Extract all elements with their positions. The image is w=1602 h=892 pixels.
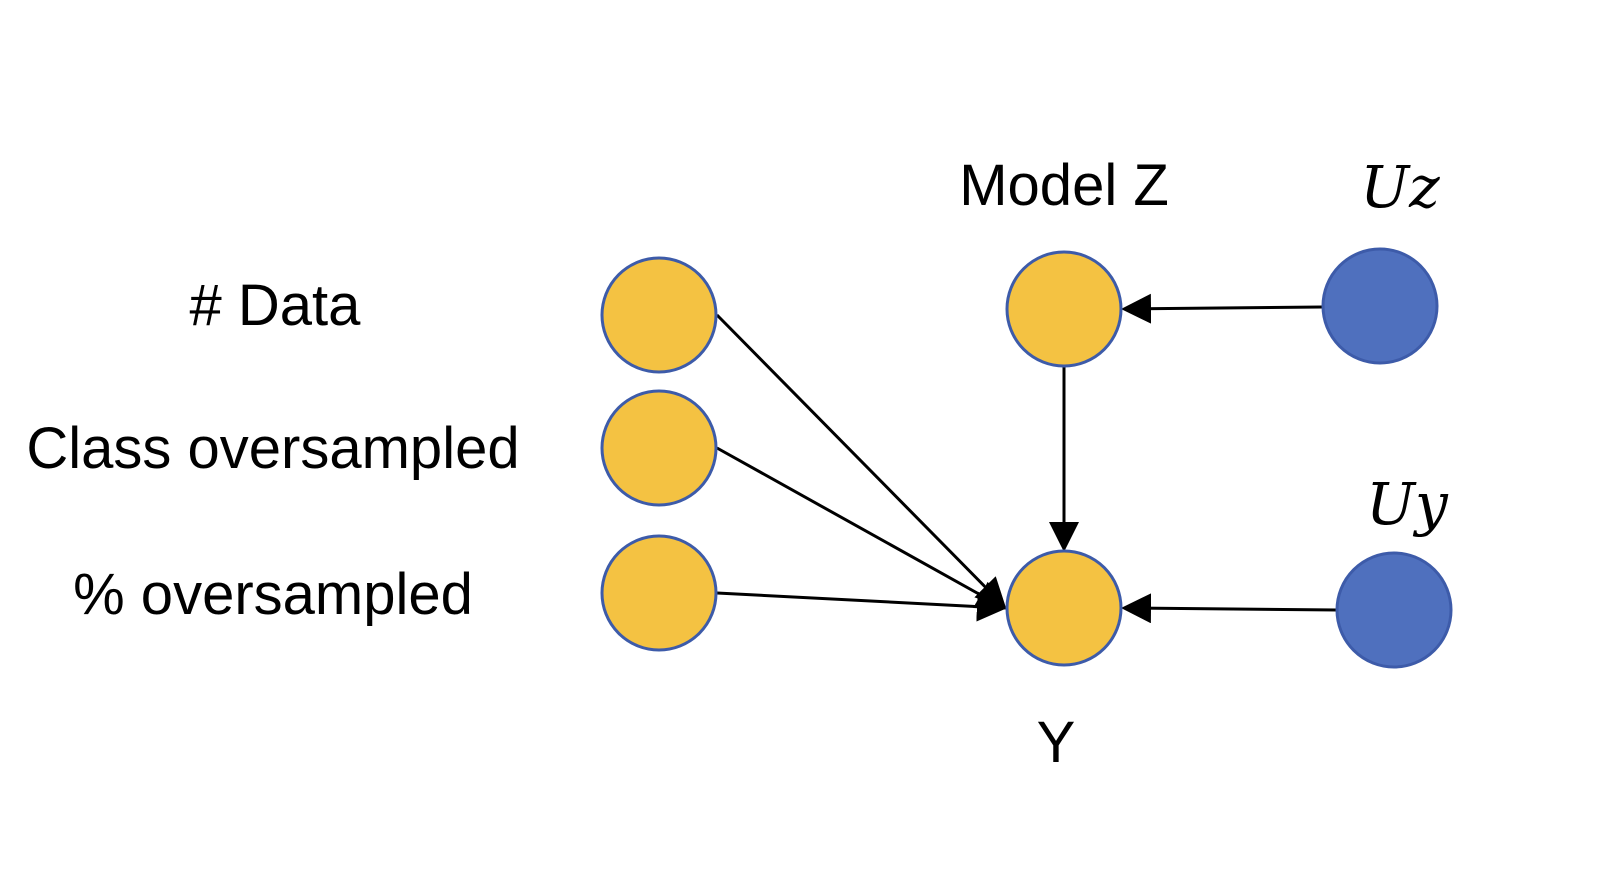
- node-uy: [1335, 551, 1453, 669]
- label-class-oversampled: Class oversampled: [26, 416, 519, 481]
- edge-data-to-y: [715, 313, 1007, 609]
- node-y: [1005, 549, 1123, 667]
- node-uz: [1321, 247, 1439, 365]
- label-data: # Data: [190, 273, 362, 338]
- label-pct-oversampled: % oversampled: [73, 562, 473, 627]
- label-model-z: Model Z: [959, 153, 1169, 218]
- node-model-z: [1005, 250, 1123, 368]
- edge-uz-to-model-z: [1121, 293, 1323, 324]
- edge-class-oversampled-to-y: [716, 446, 1007, 610]
- label-uy: Uy: [1366, 470, 1449, 538]
- label-y: Y: [1037, 710, 1076, 775]
- node-pct-oversampled: [600, 534, 718, 652]
- node-class-oversampled: [600, 389, 718, 507]
- edge-pct-oversampled-to-y: [716, 591, 1007, 622]
- label-uz: Uz: [1360, 153, 1440, 221]
- edge-uy-to-y: [1121, 593, 1338, 624]
- node-data: [600, 256, 718, 374]
